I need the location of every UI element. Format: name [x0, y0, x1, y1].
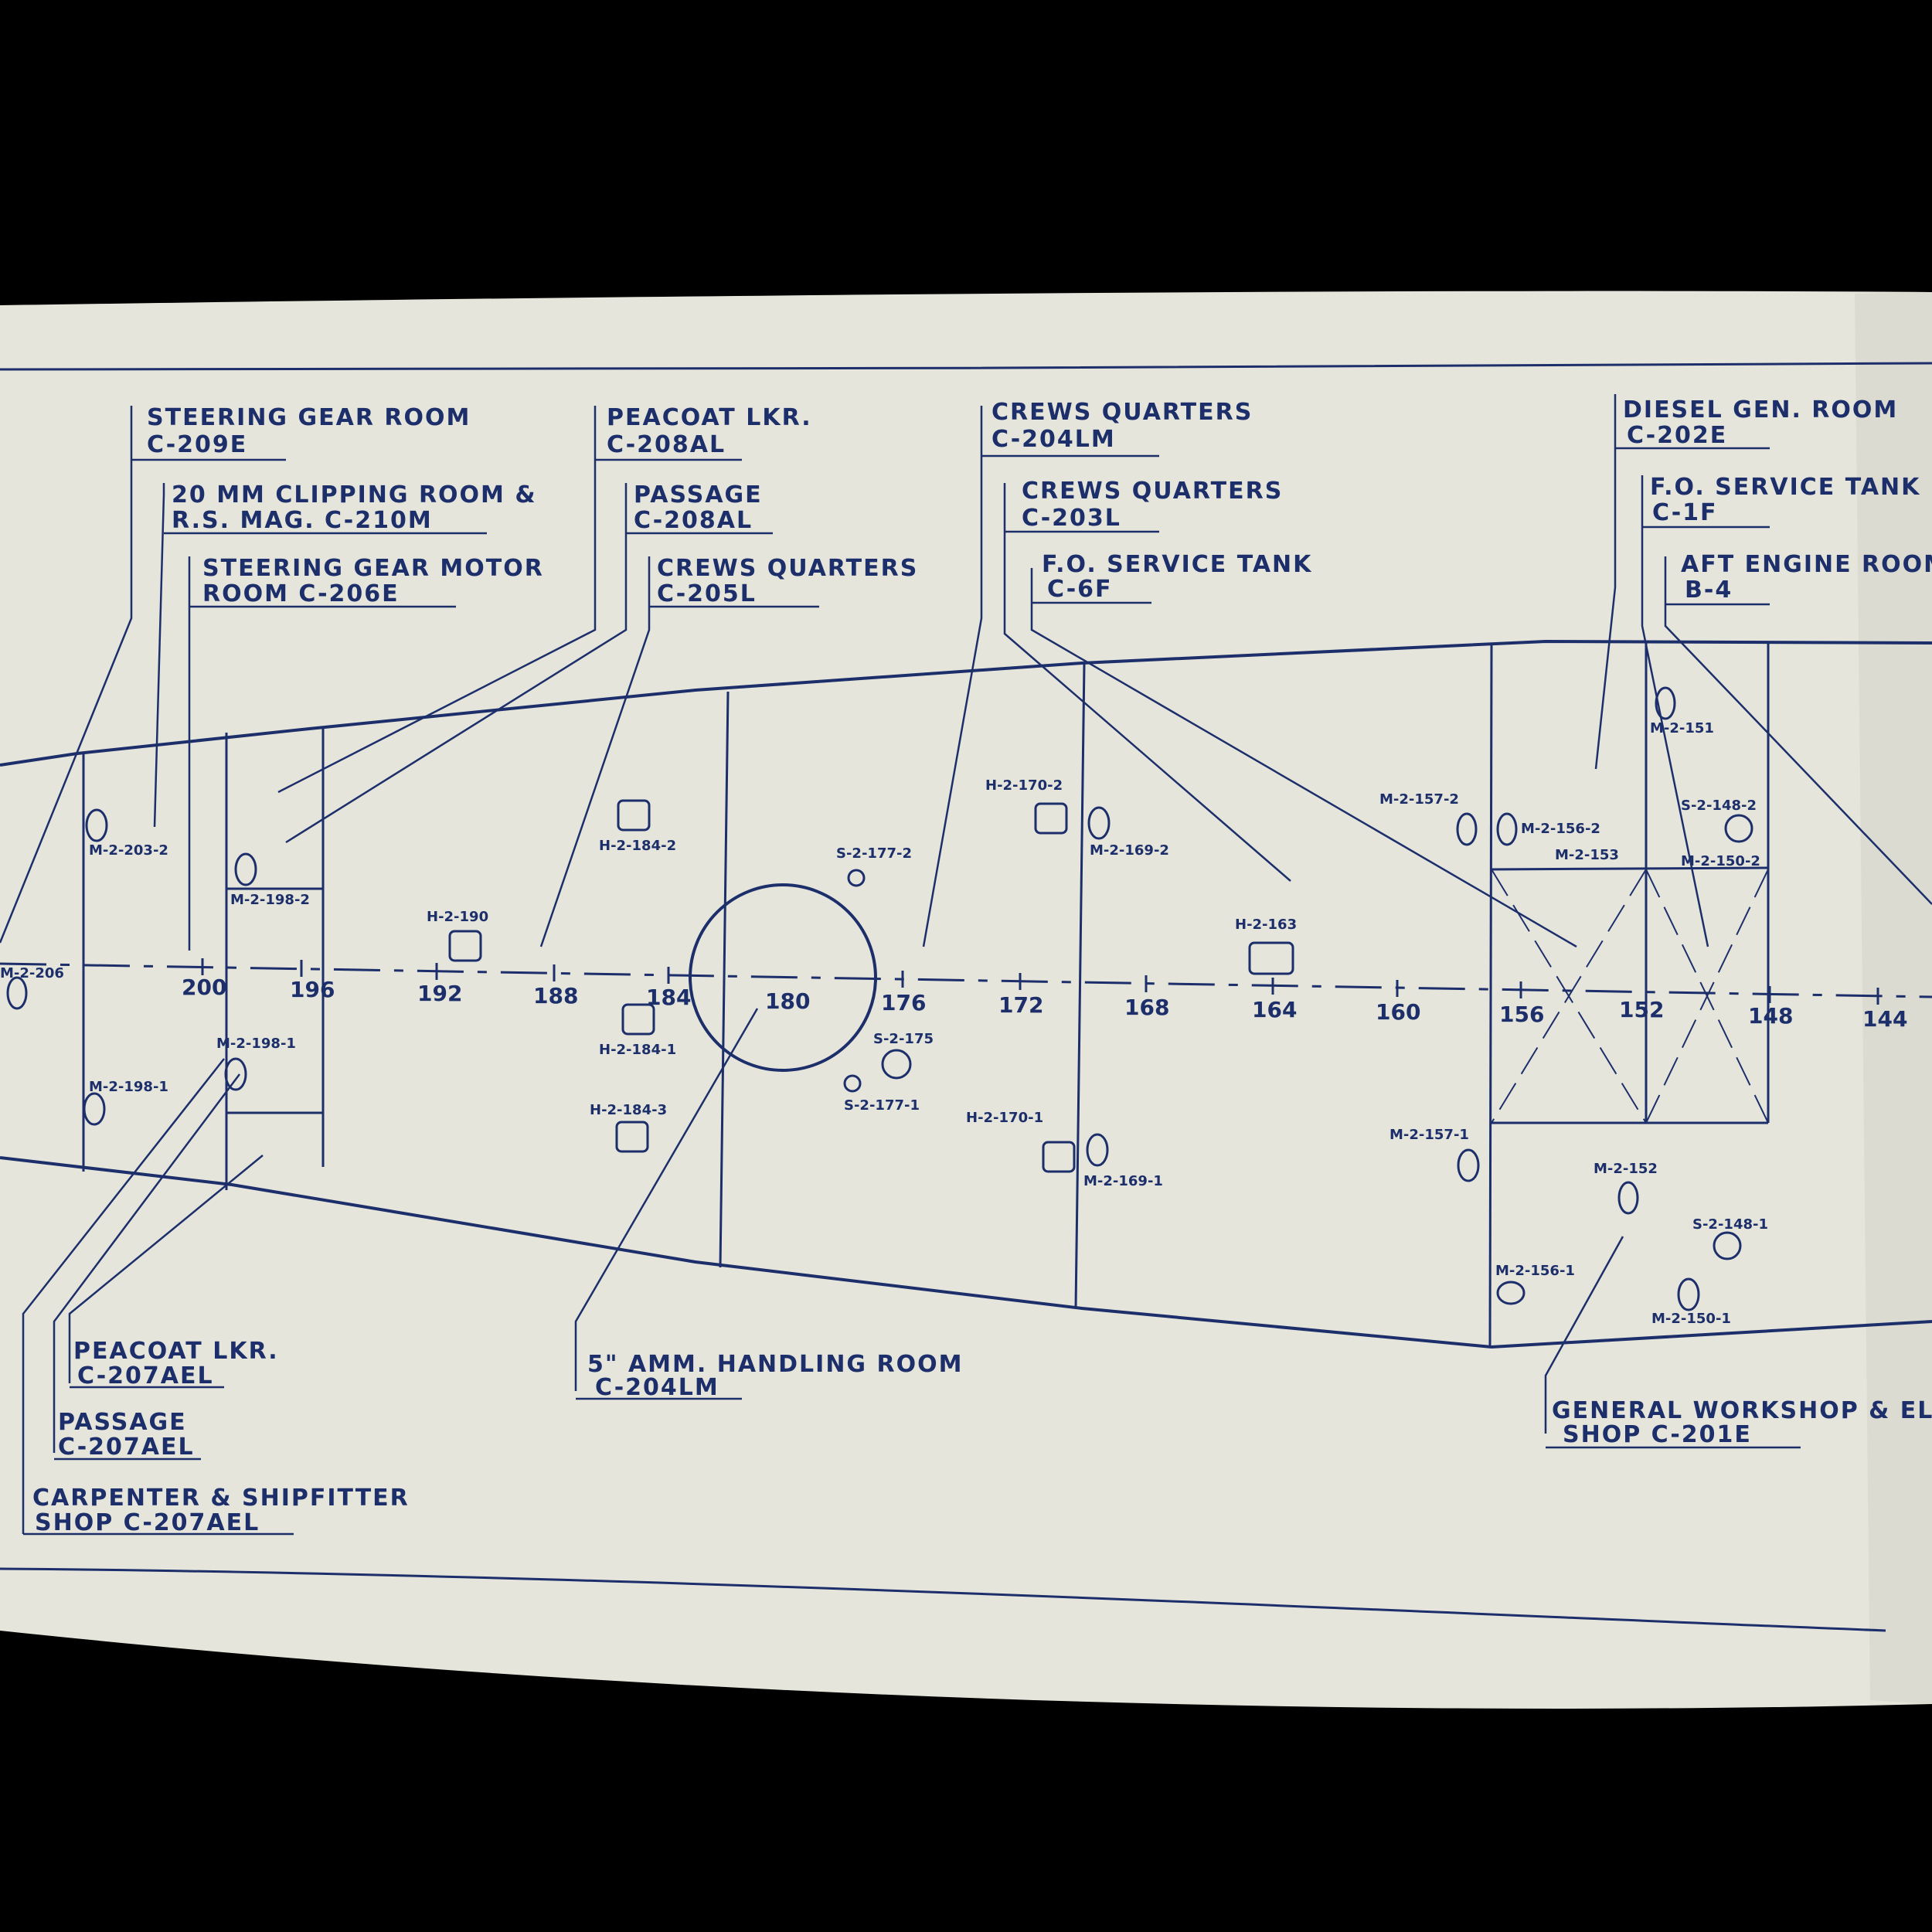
tag-m-2-157-2: M-2-157-2: [1379, 791, 1459, 808]
clipping-room-code: R.S. MAG. C-210M: [172, 507, 433, 534]
carpenter-shop-code: SHOP C-207AEL: [35, 1509, 260, 1536]
tag-s-2-175: S-2-175: [873, 1031, 934, 1047]
fixture-symbols: [6, 686, 1753, 1311]
frame-156: 156: [1499, 1002, 1544, 1027]
steering-motor-room-label: STEERING GEAR MOTOR: [202, 555, 544, 582]
tag-m-2-157-1: M-2-157-1: [1389, 1127, 1469, 1143]
tag-s-2-148-2: S-2-148-2: [1681, 798, 1757, 814]
crews-quarters-203-code: C-203L: [1022, 505, 1121, 532]
frame-148: 148: [1748, 1003, 1793, 1029]
crews-quarters-203-label: CREWS QUARTERS: [1022, 478, 1283, 505]
tag-s-2-177-2: S-2-177-2: [836, 845, 912, 862]
tag-h-2-184-3: H-2-184-3: [590, 1102, 667, 1118]
peacoat-lkr-top-label: PEACOAT LKR.: [607, 404, 812, 431]
general-workshop-code: SHOP C-201E: [1563, 1421, 1752, 1448]
fixture-tags: M-2-206 M-2-203-2 M-2-198-2 M-2-198-1 M-…: [0, 720, 1768, 1327]
tag-m-2-169-2: M-2-169-2: [1090, 842, 1169, 859]
tag-m-2-198-1-a: M-2-198-1: [216, 1036, 296, 1052]
peacoat-lkr-top-code: C-208AL: [607, 431, 726, 458]
general-workshop-label: GENERAL WORKSHOP & ELEC.: [1552, 1397, 1932, 1424]
amm-handling-room-label: 5" AMM. HANDLING ROOM: [587, 1351, 963, 1378]
tag-m-2-156-1: M-2-156-1: [1495, 1263, 1575, 1279]
tag-m-2-151: M-2-151: [1650, 720, 1714, 736]
steering-motor-room-code: ROOM C-206E: [202, 580, 400, 607]
frame-144: 144: [1862, 1006, 1907, 1032]
peacoat-lkr-bottom-label: PEACOAT LKR.: [73, 1338, 279, 1365]
frame-numbers: 200 196 192 188 184 180 176 172 168 164 …: [182, 975, 1907, 1032]
fo-service-tank-1f-label: F.O. SERVICE TANK: [1650, 474, 1920, 501]
aft-engine-room-label: AFT ENGINE ROOM: [1681, 551, 1932, 578]
tag-m-2-156-2: M-2-156-2: [1521, 821, 1600, 837]
frame-160: 160: [1376, 999, 1420, 1025]
tag-s-2-177-1: S-2-177-1: [844, 1097, 920, 1114]
frame-188: 188: [533, 983, 578, 1009]
frame-184: 184: [646, 985, 691, 1010]
tag-m-2-150-1: M-2-150-1: [1651, 1311, 1731, 1327]
tag-h-2-163: H-2-163: [1235, 917, 1297, 933]
fo-service-tank-1f-code: C-1F: [1652, 499, 1718, 526]
frame-152: 152: [1619, 997, 1664, 1022]
steering-gear-room-code: C-209E: [147, 431, 247, 458]
tag-m-2-198-1-b: M-2-198-1: [89, 1079, 168, 1095]
tag-h-2-184-2: H-2-184-2: [599, 838, 676, 854]
tag-m-2-150-2: M-2-150-2: [1681, 853, 1760, 869]
tag-h-2-170-1: H-2-170-1: [966, 1110, 1043, 1126]
frame-ticks: [201, 958, 1879, 1005]
frame-200: 200: [182, 975, 226, 1000]
frame-172: 172: [998, 992, 1043, 1018]
diesel-gen-room-label: DIESEL GEN. ROOM: [1623, 396, 1898, 423]
tag-m-2-206: M-2-206: [0, 965, 64, 981]
paper-sheet-shadow: [1855, 292, 1932, 1704]
tag-m-2-198-2: M-2-198-2: [230, 892, 310, 908]
carpenter-shop-label: CARPENTER & SHIPFITTER: [32, 1485, 410, 1512]
leader-lines: [0, 394, 1932, 1534]
frame-164: 164: [1252, 997, 1297, 1022]
frame-180: 180: [765, 988, 810, 1014]
centerline: [0, 962, 1932, 998]
steering-gear-room-label: STEERING GEAR ROOM: [147, 404, 471, 431]
top-border: [0, 362, 1932, 371]
tag-m-2-169-1: M-2-169-1: [1083, 1173, 1163, 1189]
peacoat-lkr-bottom-code: C-207AEL: [77, 1362, 214, 1389]
passage-top-code: C-208AL: [634, 507, 753, 534]
tag-s-2-148-1: S-2-148-1: [1692, 1216, 1768, 1233]
tag-h-2-170-2: H-2-170-2: [985, 777, 1063, 794]
tag-m-2-203-2: M-2-203-2: [89, 842, 168, 859]
clipping-room-label: 20 MM CLIPPING ROOM &: [172, 481, 537, 509]
tag-h-2-184-1: H-2-184-1: [599, 1042, 676, 1058]
tag-h-2-190: H-2-190: [427, 909, 488, 925]
passage-top-label: PASSAGE: [634, 481, 763, 509]
label-underlines: [23, 447, 1801, 1536]
tag-m-2-152: M-2-152: [1594, 1161, 1658, 1177]
frame-176: 176: [881, 990, 926, 1015]
diesel-gen-room-code: C-202E: [1627, 422, 1727, 449]
crews-quarters-204-label: CREWS QUARTERS: [992, 399, 1253, 426]
frame-168: 168: [1124, 995, 1169, 1020]
crews-quarters-205-label: CREWS QUARTERS: [657, 555, 918, 582]
aft-engine-room-code: B-4: [1685, 577, 1733, 604]
crews-quarters-204-code: C-204LM: [992, 426, 1116, 453]
bottom-border: [0, 1567, 1886, 1632]
frame-196: 196: [290, 977, 335, 1002]
passage-bottom-code: C-207AEL: [58, 1434, 195, 1461]
passage-bottom-label: PASSAGE: [58, 1409, 187, 1436]
fo-service-tank-6f-label: F.O. SERVICE TANK: [1042, 551, 1312, 578]
bulkheads: [82, 641, 1770, 1348]
top-labels: STEERING GEAR ROOM C-209E 20 MM CLIPPING…: [147, 396, 1932, 607]
frame-192: 192: [417, 981, 462, 1006]
tag-m-2-153: M-2-153: [1555, 847, 1619, 863]
handling-room-trunk: [689, 883, 877, 1072]
amm-handling-room-code: C-204LM: [595, 1374, 719, 1401]
bottom-labels: PEACOAT LKR. C-207AEL PASSAGE C-207AEL C…: [32, 1338, 1932, 1536]
crews-quarters-205-code: C-205L: [657, 580, 757, 607]
fo-service-tank-6f-code: C-6F: [1047, 576, 1113, 603]
